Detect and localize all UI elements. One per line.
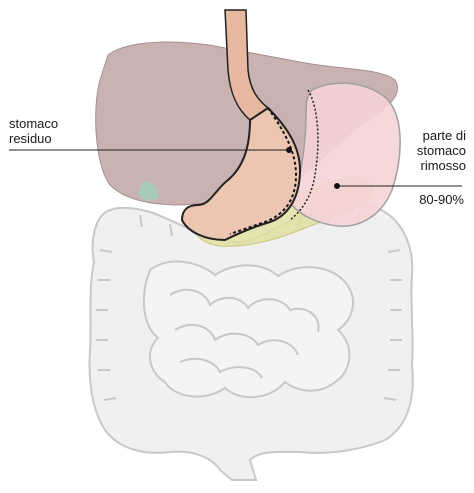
residual-stomach-label-line2: residuo	[9, 131, 58, 146]
removed-stomach-label-line1: parte di	[417, 128, 466, 143]
removed-stomach-label-line3: rimosso	[417, 158, 466, 173]
removed-stomach-label-line2: stomaco	[417, 143, 466, 158]
residual-stomach-label-line1: stomaco	[9, 116, 58, 131]
removed-percentage-label: 80-90%	[419, 192, 464, 207]
residual-stomach-label: stomaco residuo	[9, 116, 58, 146]
removed-dot	[334, 183, 340, 189]
removed-stomach	[292, 83, 400, 226]
residual-dot	[286, 147, 292, 153]
intestines	[90, 205, 413, 480]
removed-stomach-label: parte di stomaco rimosso	[417, 128, 466, 173]
